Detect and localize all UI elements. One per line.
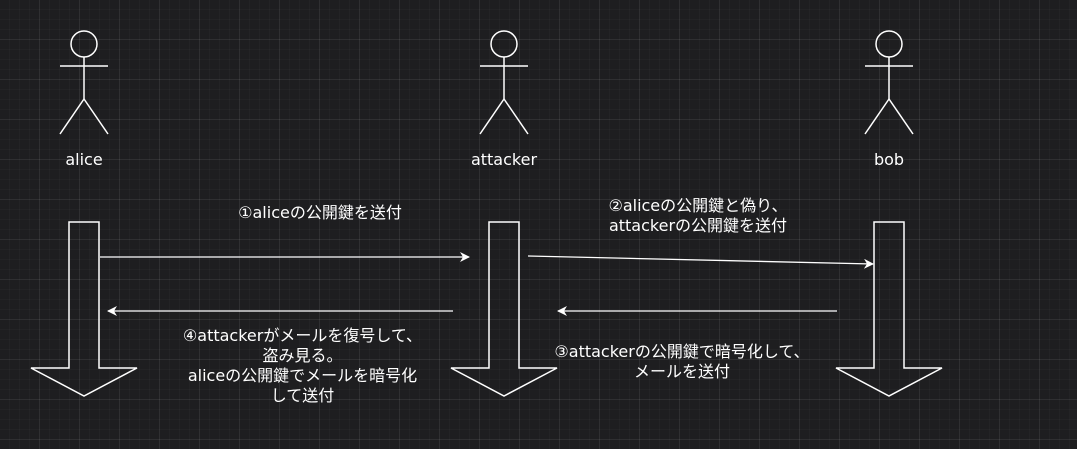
message-3-label: ③attackerの公開鍵で暗号化して、 メールを送付: [522, 342, 842, 382]
message-2-line-2: attackerの公開鍵を送付: [608, 216, 788, 235]
attacker-actor-icon: [479, 30, 529, 135]
message-4-line-3: aliceの公開鍵でメールを暗号化: [187, 366, 418, 385]
message-2-label: ②aliceの公開鍵と偽り、 attackerの公開鍵を送付: [548, 196, 848, 236]
message-4-line-1: ④attackerがメールを復号して、: [182, 326, 423, 345]
bob-actor-icon: [864, 30, 914, 135]
message-1-line-1: ①aliceの公開鍵を送付: [238, 203, 402, 222]
message-4-line-4: して送付: [270, 386, 335, 405]
message-4-label: ④attackerがメールを復号して、 盗み見る。 aliceの公開鍵でメールを…: [140, 326, 465, 406]
message-1-label: ①aliceの公開鍵を送付: [180, 203, 460, 223]
message-2-line-1: ②aliceの公開鍵と偽り、: [608, 196, 788, 215]
message-2-arrow: [527, 255, 874, 269]
alice-lifeline-arrow: [30, 221, 138, 397]
message-3-line-2: メールを送付: [633, 362, 730, 381]
bob-lifeline-arrow: [835, 221, 943, 397]
message-4-line-2: 盗み見る。: [262, 346, 343, 365]
attacker-lifeline-arrow: [450, 221, 558, 397]
alice-actor-icon: [59, 30, 109, 135]
bob-label: bob: [873, 150, 905, 169]
alice-label: alice: [65, 150, 103, 169]
message-3-line-1: ③attackerの公開鍵で暗号化して、: [554, 342, 810, 361]
attacker-label: attacker: [470, 150, 538, 169]
